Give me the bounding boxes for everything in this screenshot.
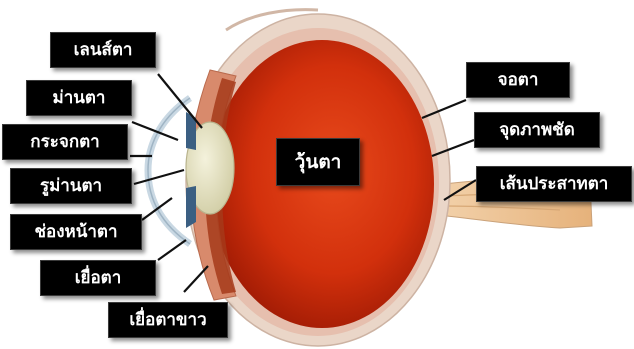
label-conjunctiva: เยื่อตา [40,260,156,296]
label-cornea: กระจกตา [2,124,128,160]
label-lens: เลนส์ตา [50,32,156,68]
label-anterior-chamber: ช่องหน้าตา [10,214,142,250]
label-optic-nerve: เส้นประสาทตา [476,166,632,202]
label-pupil: รูม่านตา [10,168,132,204]
label-fovea: จุดภาพชัด [474,112,600,148]
label-retina: จอตา [466,62,570,98]
label-vitreous: วุ้นตา [276,138,360,186]
label-iris: ม่านตา [26,80,132,116]
label-sclera: เยื่อตาขาว [108,302,228,338]
